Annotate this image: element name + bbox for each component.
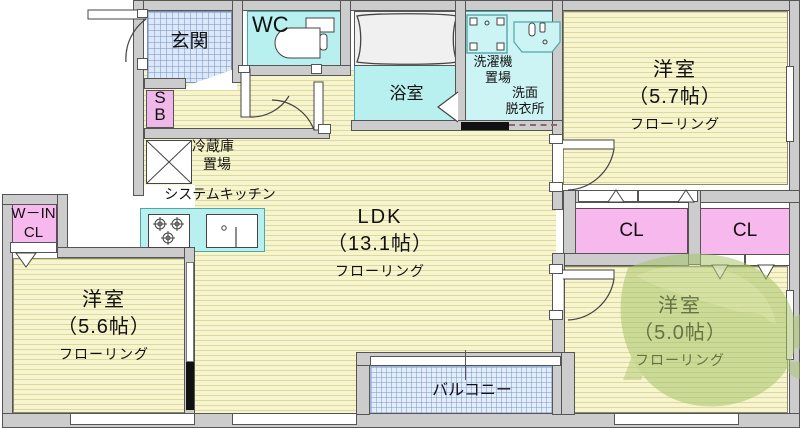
wall-right-outer <box>789 0 800 428</box>
walk-in-closet-label-line1: W－IN <box>11 205 56 222</box>
washing-machine-icon <box>466 14 508 54</box>
bedroom-nw-floor <box>13 258 195 413</box>
window-se-bedroom-bottom <box>614 413 739 425</box>
door-jamb-hall-2 <box>311 64 322 74</box>
bedroom-ne-area: （5.7帖） <box>628 86 722 108</box>
bedroom-se-floor-type: フローリング <box>635 352 725 368</box>
walk-in-closet-label-line2: CL <box>23 224 44 241</box>
wall-closet-bottom <box>563 253 689 266</box>
bedroom-nw-floor-type: フローリング <box>59 346 149 362</box>
fridge-label-line1: 冷蔵庫 <box>192 138 234 154</box>
sliding-door-nw-bedroom <box>186 262 194 362</box>
bathtub-shape <box>356 13 458 65</box>
door-washroom-entry-dashed <box>509 124 557 126</box>
door-jamb-hall-2b <box>318 124 331 134</box>
door-jamb-hall-1a <box>238 65 250 73</box>
shoe-box-label-line2: B <box>154 105 166 124</box>
vanity-sink-icon <box>513 21 561 53</box>
door-jamb-ne-bottom <box>549 182 563 192</box>
door-frame-entrance-bottom <box>137 58 148 70</box>
bedroom-se-label: 洋室 <box>658 295 702 317</box>
entrance-tile-floor <box>147 11 232 83</box>
window-nw-bedroom-bottom <box>70 413 195 425</box>
door-opening-ne <box>553 144 563 182</box>
door-washroom-entry <box>461 122 509 130</box>
wall-balcony-right <box>561 352 575 415</box>
ldk-label: LDK <box>357 206 403 228</box>
bath-label: 浴室 <box>389 84 424 103</box>
closet-left-fill <box>575 208 688 255</box>
door-jamb-se-top <box>549 264 563 274</box>
kitchen-sink-icon <box>206 214 258 248</box>
bedroom-nw-area: （5.6帖） <box>57 316 151 338</box>
door-jamb-ne-top <box>549 134 563 144</box>
window-ldk-bottom-left <box>232 413 357 425</box>
door-frame-entrance-top <box>137 9 148 18</box>
toilet-icon <box>274 17 335 59</box>
window-se-bedroom-right <box>786 290 794 360</box>
shoe-box-label-line1: S <box>154 88 166 107</box>
wall-left-main <box>133 0 144 196</box>
walk-in-closet-door-panel[interactable] <box>10 242 57 253</box>
ldk-area: （13.1帖） <box>327 233 433 255</box>
closet-left-label: CL <box>619 220 644 241</box>
washer-label-line1: 洗濯機 <box>473 54 513 69</box>
door-hall-2[interactable] <box>266 81 338 144</box>
walk-in-closet-door-chevron[interactable] <box>10 252 58 271</box>
fridge-placement-icon <box>146 140 192 184</box>
ldk-floor-type: フローリング <box>335 263 425 279</box>
sliding-door-balcony-split <box>465 350 466 380</box>
closet-left-doors[interactable] <box>578 189 700 206</box>
bedroom-ne-floor <box>563 11 788 185</box>
closet-right-label: CL <box>732 220 758 241</box>
washer-label-line2: 置場 <box>484 70 511 85</box>
door-bath[interactable] <box>436 91 466 126</box>
fridge-label-line2: 置場 <box>203 156 231 172</box>
stove-icon <box>148 214 190 248</box>
kitchen-label: システムキッチン <box>164 186 276 202</box>
wall-entrance-right <box>232 0 243 83</box>
wall-entrance-bottom <box>144 78 186 89</box>
balcony-floor <box>370 366 574 416</box>
bedroom-nw-label: 洋室 <box>82 289 126 311</box>
door-opening-se <box>553 274 563 310</box>
window-ne-bedroom-right <box>786 66 794 142</box>
washroom-label-line2: 脱衣所 <box>505 101 545 116</box>
wc-label: WC <box>252 12 289 37</box>
shoe-box-fill <box>146 90 174 128</box>
sliding-door-nw-bedroom-panel <box>186 362 194 410</box>
door-jamb-se-bottom <box>549 310 563 320</box>
bedroom-ne-label: 洋室 <box>653 59 697 81</box>
wall-nw-unit-step <box>57 247 195 258</box>
bedroom-ne-floor-type: フローリング <box>630 116 720 132</box>
washroom-label-line1: 洗面 <box>511 85 538 100</box>
entrance-label: 玄関 <box>170 31 209 52</box>
bedroom-se-area: （5.0帖） <box>633 322 727 344</box>
closet-right-door-chevrons[interactable] <box>700 264 792 283</box>
balcony-label: バルコニー <box>432 382 512 399</box>
closet-right-fill <box>700 208 790 255</box>
